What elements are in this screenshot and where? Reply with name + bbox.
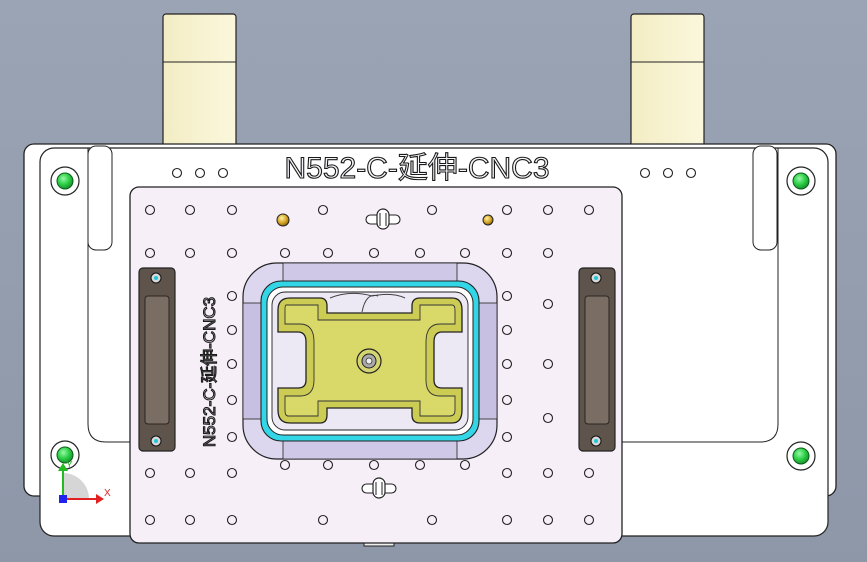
- triad-x-label: X: [104, 488, 111, 499]
- side-clamp-left[interactable]: [138, 267, 176, 452]
- base-plate-holes: [171, 167, 697, 179]
- triad-y-label: Y: [66, 460, 73, 471]
- dowel-pin-icon: [50, 440, 80, 470]
- locator-bottom[interactable]: [361, 477, 397, 499]
- side-clamp-right[interactable]: [578, 267, 616, 452]
- dowel-pin-icon: [786, 441, 816, 471]
- coordinate-triad-icon[interactable]: X Y: [58, 460, 111, 504]
- part-engraving-side: N552-C-延伸-CNC3: [200, 297, 219, 447]
- workpiece-insert[interactable]: [277, 292, 463, 424]
- dowel-pin-icon: [50, 166, 80, 196]
- part-engraving-top: N552-C-延伸-CNC3: [284, 152, 549, 185]
- locator-top[interactable]: [365, 208, 401, 230]
- guide-post-right[interactable]: [630, 13, 705, 149]
- fixture-plate-holes: [144, 204, 595, 526]
- screw-head-icon: [276, 213, 290, 227]
- guide-post-left[interactable]: [162, 13, 237, 149]
- dowel-pin-icon: [786, 166, 816, 196]
- screw-head-icon: [482, 214, 494, 226]
